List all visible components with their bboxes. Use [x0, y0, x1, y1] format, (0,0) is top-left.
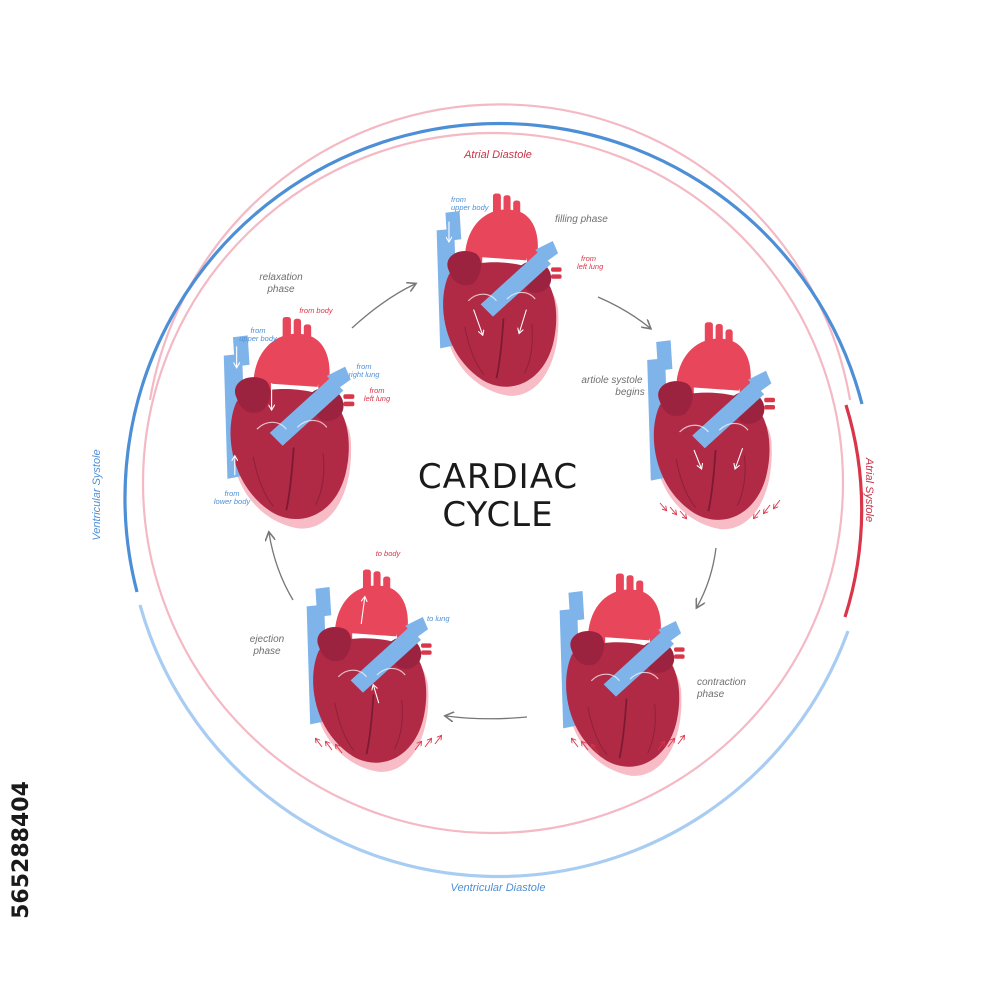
flow-top-from-upper-body-2: upper body [451, 203, 490, 212]
cycle-arrow-atrial-to-contraction [697, 547, 717, 607]
phase-label-contraction-2: phase [696, 689, 725, 700]
atrial-systole-label: Atrial Systole [863, 457, 875, 522]
heart-ejection-phase [305, 568, 433, 773]
outer-rings [123, 103, 864, 879]
flow-bottom-to-lung: to lung [427, 614, 450, 623]
phase-label-ejection-2: phase [252, 646, 281, 657]
pressure-arrows-contraction-heart [572, 736, 684, 754]
phase-label-ejection-1: ejection [250, 634, 285, 645]
flow-top-from-left-lung-1: from [581, 254, 596, 263]
cycle-arrows [269, 284, 717, 719]
atrial-diastole-ring [148, 103, 852, 401]
flow-bottom-to-body: to body [376, 549, 402, 558]
ventricular-diastole-ring [138, 604, 850, 879]
flow-top-from-left-lung-2: left lung [577, 262, 604, 271]
flow-left-from-left-lung-1: from [370, 386, 385, 395]
title-line-1: CARDIAC [418, 457, 578, 497]
cycle-arrow-contraction-to-ejection [446, 716, 528, 719]
phase-label-relaxation-1: relaxation [259, 272, 303, 283]
flow-left-from-right-lung-2: right lung [349, 370, 381, 379]
heart-relaxation-phase [222, 316, 356, 530]
phase-label-atriole-systole-2: begins [615, 387, 644, 398]
flow-left-from-lower-body-1: from [225, 489, 240, 498]
cycle-arrow-relaxation-to-filling [351, 284, 415, 329]
pressure-arrows-ejection-heart [316, 736, 441, 754]
flow-top-from-upper-body-1: from [451, 195, 466, 204]
ventricular-systole-ring [123, 121, 864, 593]
phase-label-filling: filling phase [555, 214, 608, 225]
heart-contraction-phase [558, 572, 686, 777]
phase-label-relaxation-2: phase [266, 284, 295, 295]
stock-id: 565288404 [9, 781, 34, 919]
title-line-2: CYCLE [442, 495, 553, 535]
cycle-arrow-ejection-to-relaxation [269, 533, 294, 601]
heart-filling-phase [435, 192, 563, 397]
flow-left-from-upper-body-2: upper body [239, 334, 278, 343]
cycle-arrow-filling-to-atrial [597, 296, 650, 328]
heart-atriole-systole [646, 321, 776, 531]
flow-left-from-body: from body [299, 306, 334, 315]
flow-left-from-lower-body-2: lower body [214, 497, 252, 506]
atrial-systole-ring [843, 404, 864, 618]
flow-left-from-right-lung-1: from [357, 362, 372, 371]
flow-left-from-left-lung-2: left lung [364, 394, 391, 403]
ventricular-diastole-label: Ventricular Diastole [451, 882, 546, 894]
pressure-arrows-right-heart [659, 499, 781, 518]
phase-label-atriole-systole-1: artiole systole [581, 375, 643, 386]
flow-left-from-upper-body-1: from [251, 326, 266, 335]
ventricular-systole-label: Ventricular Systole [91, 449, 103, 540]
atrial-diastole-label: Atrial Diastole [463, 149, 532, 161]
phase-label-contraction-1: contraction [697, 677, 746, 688]
